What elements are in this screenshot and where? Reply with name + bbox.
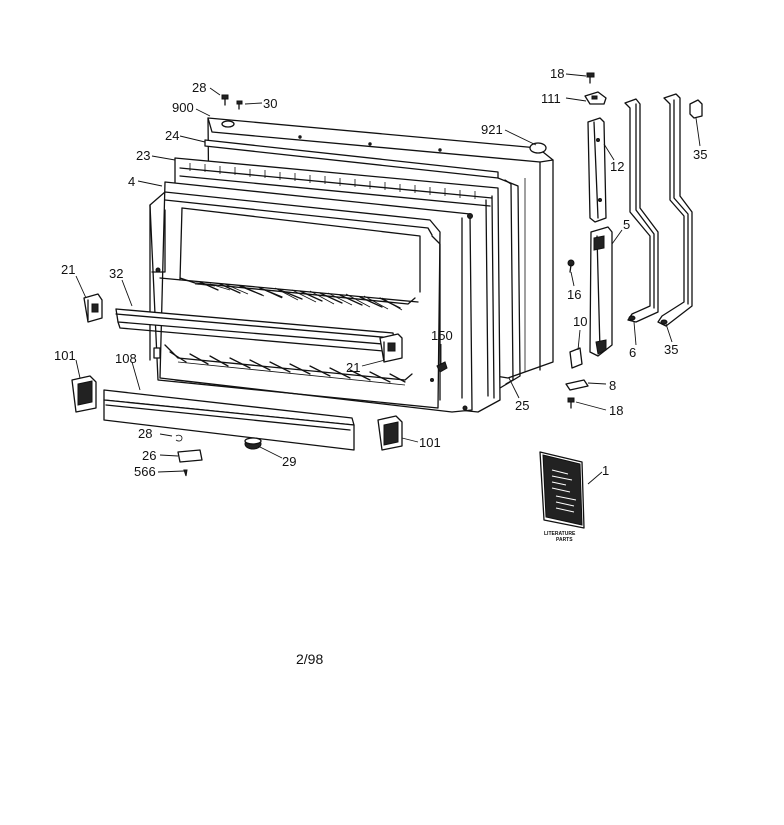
label-150: 150 [431,328,453,343]
vent-slots [189,163,476,199]
screw-18-bottom [567,397,575,409]
end-cap-left [71,375,97,413]
label-24: 24 [165,128,179,143]
label-25: 25 [515,398,529,413]
booklet-text-line1: LITERATURE [544,531,576,537]
label-10: 10 [573,314,587,329]
label-26: 26 [142,448,156,463]
label-29: 29 [282,454,296,469]
booklet-text-line2: PARTS [556,537,573,543]
handle-35 [657,93,693,327]
label-4: 4 [128,174,135,189]
label-8: 8 [609,378,616,393]
label-6: 6 [629,345,636,360]
label-101-left: 101 [54,348,76,363]
handle-6 [624,98,659,323]
handle-cap-35 [689,99,703,119]
label-18-top: 18 [550,66,564,81]
clip-150 [436,361,448,373]
date-code: 2/98 [296,651,323,667]
label-111: 111 [541,91,561,106]
shelf-bracket-left [83,293,103,323]
label-18-bottom: 18 [609,403,623,418]
small-parts-bottom [175,434,262,477]
label-23: 23 [136,148,150,163]
inner-door-liner [149,181,473,413]
hinge-plate-5 [589,226,613,357]
label-108: 108 [115,351,137,366]
label-101-right: 101 [419,435,441,450]
shelf-bracket-right [379,333,403,363]
label-5: 5 [623,217,630,232]
clip-10 [569,347,583,369]
label-16: 16 [567,287,581,302]
literature-booklet: LITERATURE PARTS [539,451,585,543]
clip-8 [565,379,589,391]
liner-details [153,213,473,411]
label-921: 921 [481,122,503,137]
label-566: 566 [134,464,156,479]
breaker-strip [204,139,499,179]
bottom-shelf-bar [103,389,355,451]
lower-shelf [164,344,413,386]
label-21-right: 21 [346,360,360,375]
label-32: 32 [109,266,123,281]
label-900: 900 [172,100,194,115]
label-35-bottom: 35 [664,342,678,357]
upper-shelf [179,277,416,311]
label-21-left: 21 [61,262,75,277]
end-cap-right [377,415,403,451]
hinge-bracket-12 [587,117,607,223]
label-28-top: 28 [192,80,206,95]
callout-labels: 28 30 900 24 23 4 21 32 101 108 28 26 56… [54,66,707,479]
leader-lines [75,73,701,485]
screw-16 [567,259,575,273]
top-fasteners [221,94,243,110]
label-30: 30 [263,96,277,111]
label-35-top: 35 [693,147,707,162]
label-28-bottom: 28 [138,426,152,441]
screw-18-top [586,72,595,84]
label-12: 12 [610,159,624,174]
hinge-cap-111 [584,91,607,105]
label-1: 1 [602,463,609,478]
door-gasket [497,177,521,389]
